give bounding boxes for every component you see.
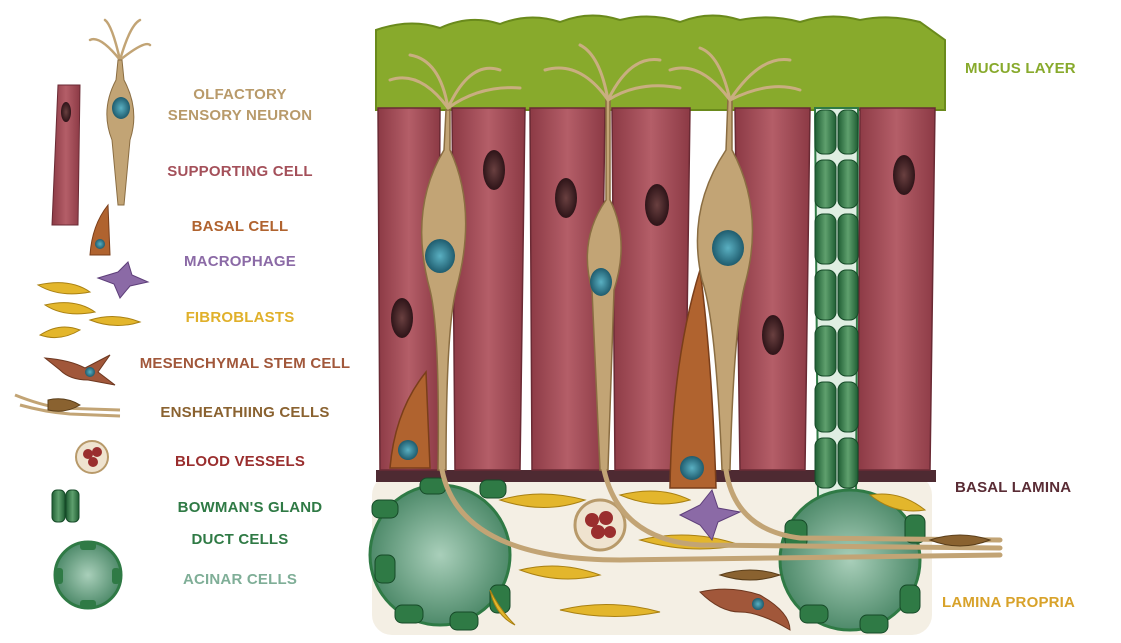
label-duct-cells: DUCT CELLS bbox=[150, 531, 330, 548]
ensheathing-cells-icon bbox=[15, 395, 120, 416]
olfactory-neuron-icon bbox=[90, 20, 150, 205]
mesenchymal-stem-cell-icon bbox=[45, 355, 115, 385]
acinar-cells-icon bbox=[55, 542, 121, 608]
label-basal-cell: BASAL CELL bbox=[150, 218, 330, 235]
label-mesenchymal-stem-cell: MESENCHYMAL STEM CELL bbox=[125, 355, 365, 372]
label-fibroblasts: FIBROBLASTS bbox=[150, 309, 330, 326]
bowmans-gland-duct bbox=[815, 108, 858, 500]
label-olfactory-line1: OLFACTORY bbox=[150, 86, 330, 103]
label-macrophage: MACROPHAGE bbox=[150, 253, 330, 270]
mucus-layer bbox=[376, 15, 945, 110]
label-olfactory-line2: SENSORY NEURON bbox=[150, 107, 330, 124]
label-bowmans-gland: BOWMAN'S GLAND bbox=[150, 499, 350, 516]
label-basal-lamina: BASAL LAMINA bbox=[955, 479, 1071, 496]
blood-vessel-icon bbox=[76, 441, 108, 473]
bowmans-gland-icon bbox=[52, 490, 79, 522]
macrophage-icon bbox=[98, 262, 148, 298]
label-blood-vessels: BLOOD VESSELS bbox=[150, 453, 330, 470]
legend-icons bbox=[15, 20, 150, 608]
label-mucus-layer: MUCUS LAYER bbox=[965, 60, 1076, 77]
label-supporting-cell: SUPPORTING CELL bbox=[150, 163, 330, 180]
label-ensheathing-cells: ENSHEATHIING CELLS bbox=[140, 404, 350, 421]
label-lamina-propria: LAMINA PROPRIA bbox=[942, 594, 1075, 611]
tissue-block bbox=[370, 15, 1000, 635]
label-acinar-cells: ACINAR CELLS bbox=[150, 571, 330, 588]
